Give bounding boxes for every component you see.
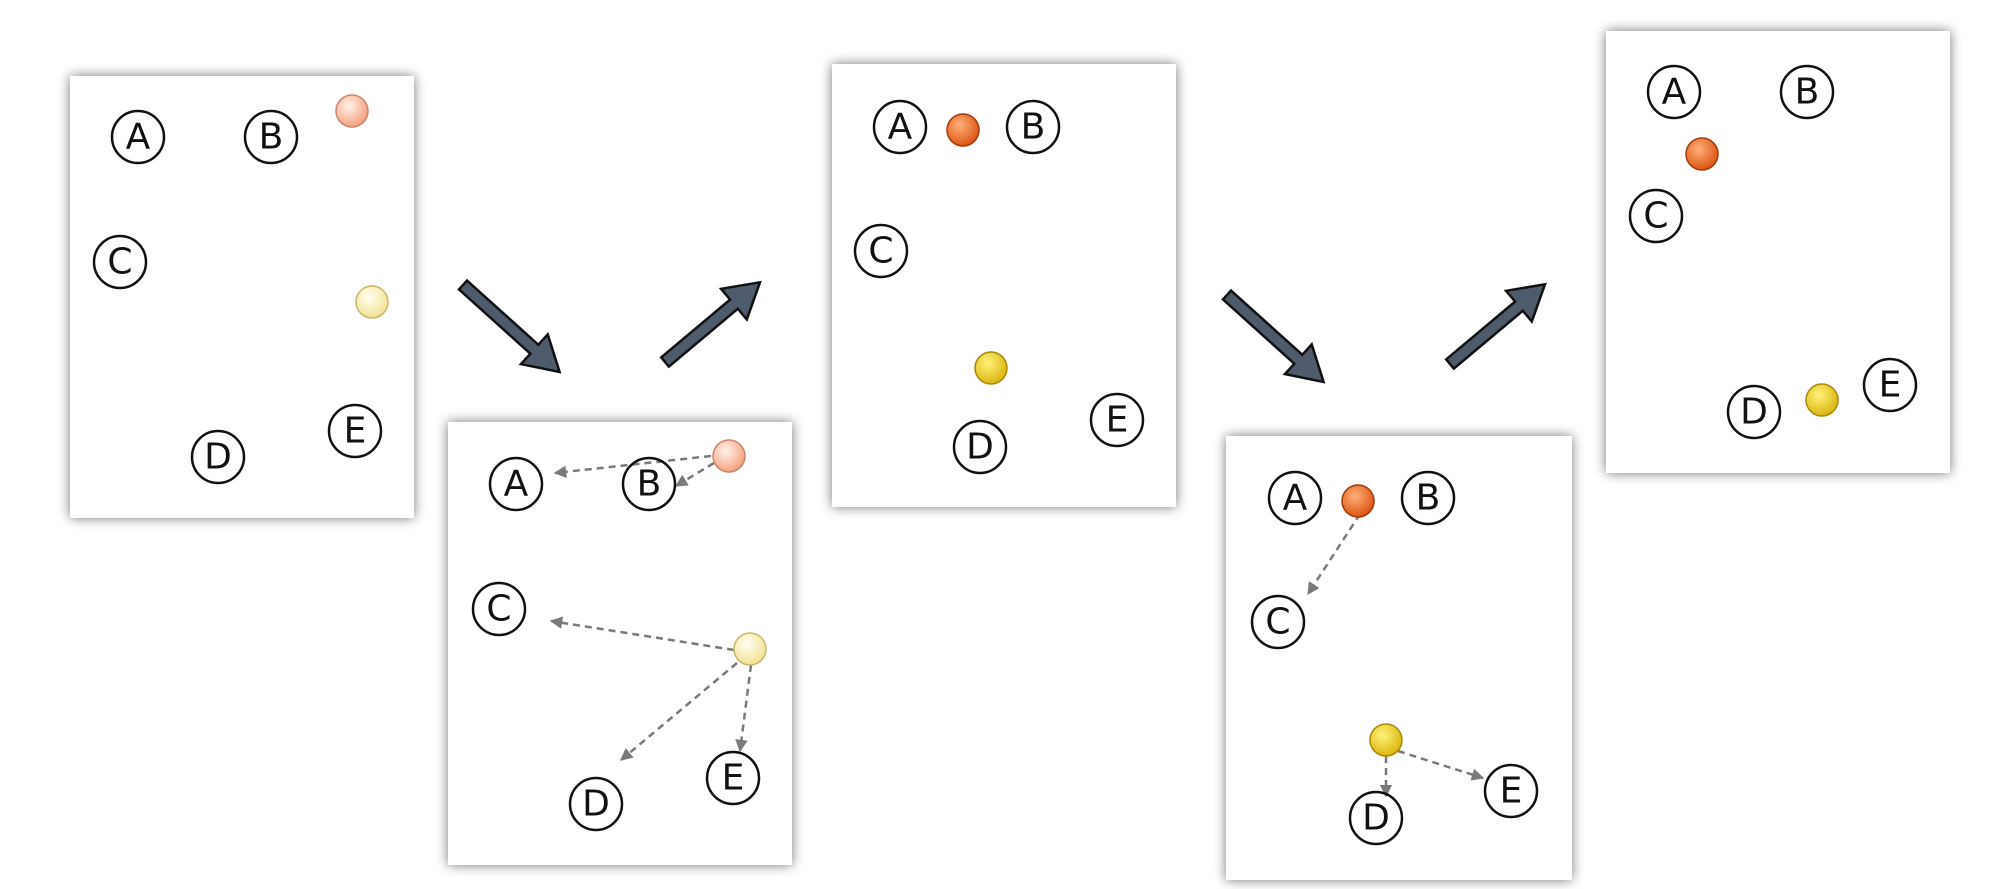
svg-text:E: E bbox=[1500, 771, 1523, 812]
svg-text:D: D bbox=[1740, 392, 1768, 433]
centroid-orange bbox=[335, 94, 369, 128]
point-c: C bbox=[853, 223, 909, 279]
svg-text:E: E bbox=[1106, 400, 1129, 441]
panel-step-4: A B C D E bbox=[1226, 436, 1572, 880]
down-right-arrow bbox=[1221, 288, 1326, 384]
centroid-orange bbox=[946, 113, 980, 147]
point-e: E bbox=[705, 750, 761, 806]
point-a: A bbox=[872, 99, 928, 155]
svg-text:E: E bbox=[1879, 365, 1902, 406]
point-e: E bbox=[1089, 392, 1145, 448]
point-a: A bbox=[110, 109, 166, 165]
svg-text:C: C bbox=[107, 242, 132, 283]
svg-text:C: C bbox=[486, 589, 511, 630]
panel-step-3: A B C D E bbox=[832, 64, 1176, 507]
svg-text:B: B bbox=[1795, 72, 1820, 113]
svg-text:C: C bbox=[1265, 602, 1290, 643]
centroid-orange bbox=[1685, 137, 1719, 171]
up-right-arrow bbox=[1444, 282, 1547, 371]
panel-step-1: A B C D E bbox=[70, 76, 414, 518]
point-c: C bbox=[1628, 188, 1684, 244]
assign-arrow-e bbox=[1397, 749, 1485, 781]
svg-text:A: A bbox=[504, 464, 529, 505]
point-e: E bbox=[1862, 357, 1918, 413]
svg-text:C: C bbox=[1643, 196, 1668, 237]
point-d: D bbox=[568, 776, 624, 832]
assign-arrow-c bbox=[549, 616, 735, 652]
point-a: A bbox=[1646, 64, 1702, 120]
centroid-yellow bbox=[1369, 723, 1403, 757]
point-c: C bbox=[1250, 594, 1306, 650]
panel-step-2: A B C D E bbox=[448, 422, 792, 865]
svg-text:D: D bbox=[204, 437, 232, 478]
svg-text:C: C bbox=[868, 231, 893, 272]
point-d: D bbox=[1726, 384, 1782, 440]
point-b: B bbox=[1400, 470, 1456, 526]
centroid-yellow bbox=[733, 632, 767, 666]
svg-text:D: D bbox=[1362, 798, 1390, 839]
centroid-yellow bbox=[1805, 383, 1839, 417]
svg-text:A: A bbox=[126, 117, 151, 158]
svg-text:A: A bbox=[1662, 72, 1687, 113]
svg-text:D: D bbox=[582, 784, 610, 825]
assign-arrow-c bbox=[1306, 513, 1362, 596]
assign-arrow-e bbox=[735, 664, 753, 753]
transition-arrows bbox=[457, 278, 1547, 384]
down-right-arrow bbox=[457, 278, 562, 374]
centroid-orange bbox=[1341, 484, 1375, 518]
svg-text:B: B bbox=[637, 464, 662, 505]
point-c: C bbox=[471, 581, 527, 637]
point-b: B bbox=[1005, 99, 1061, 155]
svg-text:B: B bbox=[259, 117, 284, 158]
dashed-arrows bbox=[1306, 513, 1485, 798]
point-d: D bbox=[1348, 790, 1404, 846]
centroid-yellow bbox=[974, 351, 1008, 385]
point-b: B bbox=[621, 456, 677, 512]
svg-text:B: B bbox=[1021, 107, 1046, 148]
point-b: B bbox=[1779, 64, 1835, 120]
centroid-yellow bbox=[355, 285, 389, 319]
point-d: D bbox=[190, 429, 246, 485]
svg-text:A: A bbox=[888, 107, 913, 148]
svg-text:B: B bbox=[1416, 478, 1441, 519]
svg-text:D: D bbox=[966, 427, 994, 468]
svg-text:E: E bbox=[344, 411, 367, 452]
assign-arrow-d bbox=[620, 662, 738, 761]
point-e: E bbox=[327, 403, 383, 459]
centroid-orange bbox=[712, 439, 746, 473]
point-e: E bbox=[1483, 763, 1539, 819]
point-b: B bbox=[243, 109, 299, 165]
svg-text:E: E bbox=[722, 758, 745, 799]
point-d: D bbox=[952, 419, 1008, 475]
point-a: A bbox=[1267, 470, 1323, 526]
point-c: C bbox=[92, 234, 148, 290]
assign-arrow-b bbox=[674, 461, 715, 488]
panel-step-5: A B C D E bbox=[1606, 31, 1950, 473]
svg-text:A: A bbox=[1283, 478, 1308, 519]
point-a: A bbox=[488, 456, 544, 512]
up-right-arrow bbox=[659, 280, 762, 369]
